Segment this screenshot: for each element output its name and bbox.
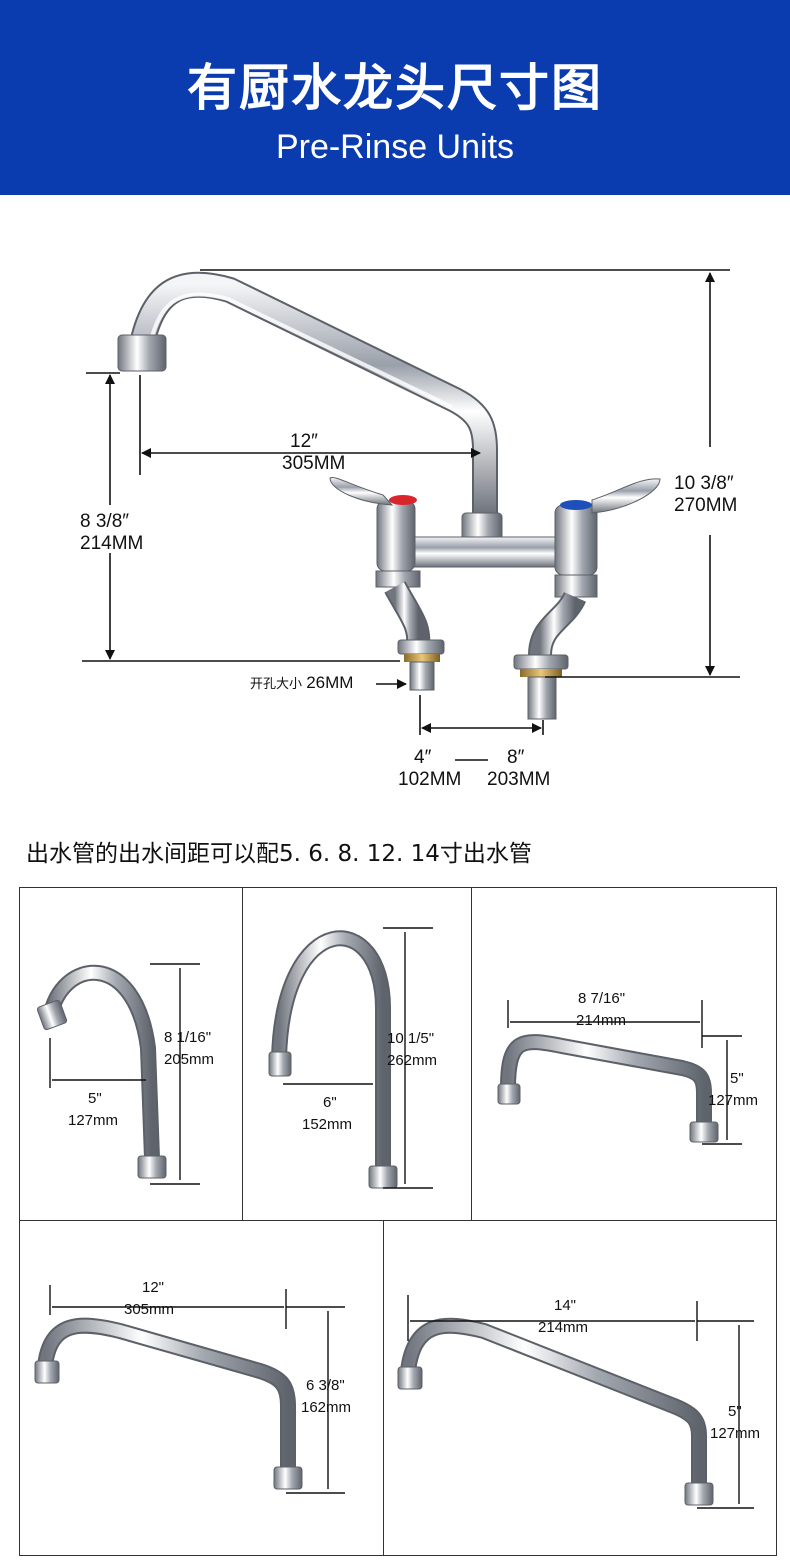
total-height-mm: 270MM [674,495,738,516]
spout-2-reach-mm: 152mm [302,1116,353,1133]
spout-2-height-inch: 10 1/5" [387,1030,435,1047]
spout-5-height-inch: 5" [728,1403,742,1420]
spout-option-2: 10 1/5" 262mm 6" 152mm [243,888,472,1221]
page-title: 有厨水龙头尺寸图 [187,59,603,117]
spout-1-height-mm: 205mm [164,1051,215,1068]
spout-option-4: 12" 305mm 6 3/8" 162mm [20,1221,384,1556]
hole-size-text: 开孔大小 [250,676,303,691]
hole-size-value: 26MM [306,673,354,692]
spout-3-reach-inch: 8 7/16" [578,990,626,1007]
spout-option-1-drawing [36,963,200,1185]
page-subtitle: Pre-Rinse Units [275,128,515,166]
spout-1-reach-inch: 5" [88,1090,102,1107]
dimension-lines [82,269,740,761]
spout-4-height-mm: 162mm [301,1399,352,1416]
spout [117,271,503,546]
spout-5-reach-mm: 214mm [538,1319,589,1336]
main-faucet-drawing [82,269,740,761]
spout-3-reach-mm: 214mm [576,1012,627,1029]
spout-option-3: 8 7/16" 214mm 5" 127mm [472,888,777,1221]
spout-option-1: 8 1/16" 205mm 5" 127mm [20,888,243,1221]
spout-1-height-inch: 8 1/16" [164,1029,212,1046]
spout-height-inch: 8 3/8″ [80,511,129,532]
hole-size-label: 开孔大小 26MM [250,674,353,693]
spout-3-height-mm: 127mm [708,1092,759,1109]
center-max-inch: 8″ [507,747,525,768]
spout-5-height-mm: 127mm [710,1425,761,1442]
spout-4-height-inch: 6 3/8" [306,1377,345,1394]
spout-4-reach-inch: 12" [142,1279,165,1296]
spout-2-height-mm: 262mm [387,1052,438,1069]
faucet-body [329,476,661,720]
center-min-inch: 4″ [414,747,432,768]
main-faucet-figure: 12″ 305MM 8 3/8″ 214MM 10 3/8″ 270MM 开孔大… [0,195,790,815]
spout-2-reach-inch: 6" [323,1094,337,1111]
spout-1-reach-mm: 127mm [68,1112,119,1129]
spout-reach-inch: 12″ [290,431,318,452]
spout-option-2-drawing [268,927,433,1189]
spout-options-note: 出水管的出水间距可以配5. 6. 8. 12. 14寸出水管 [26,841,532,867]
spout-option-5-drawing [397,1295,754,1509]
center-max-mm: 203MM [487,769,551,790]
total-height-inch: 10 3/8″ [674,473,734,494]
header-banner: 有厨水龙头尺寸图 Pre-Rinse Units [0,0,790,195]
spout-3-height-inch: 5" [730,1070,744,1087]
spout-option-4-drawing [34,1285,345,1494]
spout-height-mm: 214MM [80,533,144,554]
spout-option-3-drawing [497,1000,742,1145]
spout-4-reach-mm: 305mm [124,1301,175,1318]
spout-option-5: 14" 214mm 5" 127mm [384,1221,777,1556]
spout-options-grid: 8 1/16" 205mm 5" 127mm 10 1/5" 262mm 6" … [19,887,777,1556]
center-min-mm: 102MM [398,769,462,790]
spout-5-reach-inch: 14" [554,1297,577,1314]
spout-reach-mm: 305MM [282,453,346,474]
